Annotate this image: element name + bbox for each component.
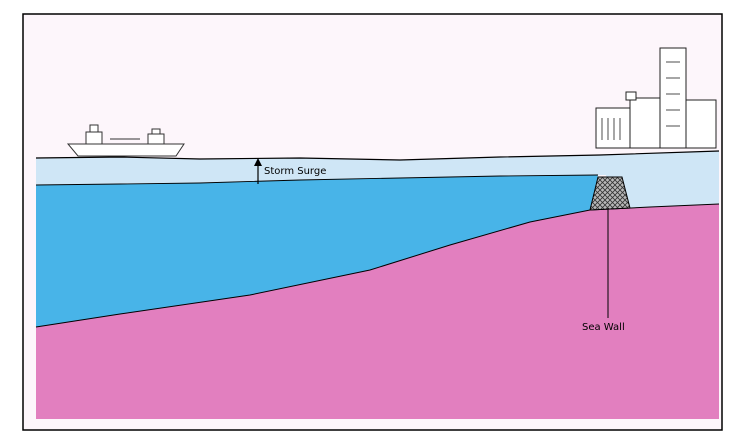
sea-wall-label: Sea Wall bbox=[582, 322, 625, 333]
land-seabed bbox=[36, 204, 719, 419]
surge-water-line bbox=[35, 150, 720, 161]
normal-sea-level-line bbox=[35, 174, 599, 186]
city-buildings-icon bbox=[595, 47, 717, 149]
sea-water bbox=[36, 175, 598, 327]
sea-wall-icon bbox=[589, 176, 631, 211]
storm-surge-water bbox=[36, 151, 719, 209]
storm-surge-label: Storm Surge bbox=[264, 166, 326, 177]
up-arrow-icon bbox=[254, 158, 262, 184]
ship-icon bbox=[66, 124, 185, 157]
